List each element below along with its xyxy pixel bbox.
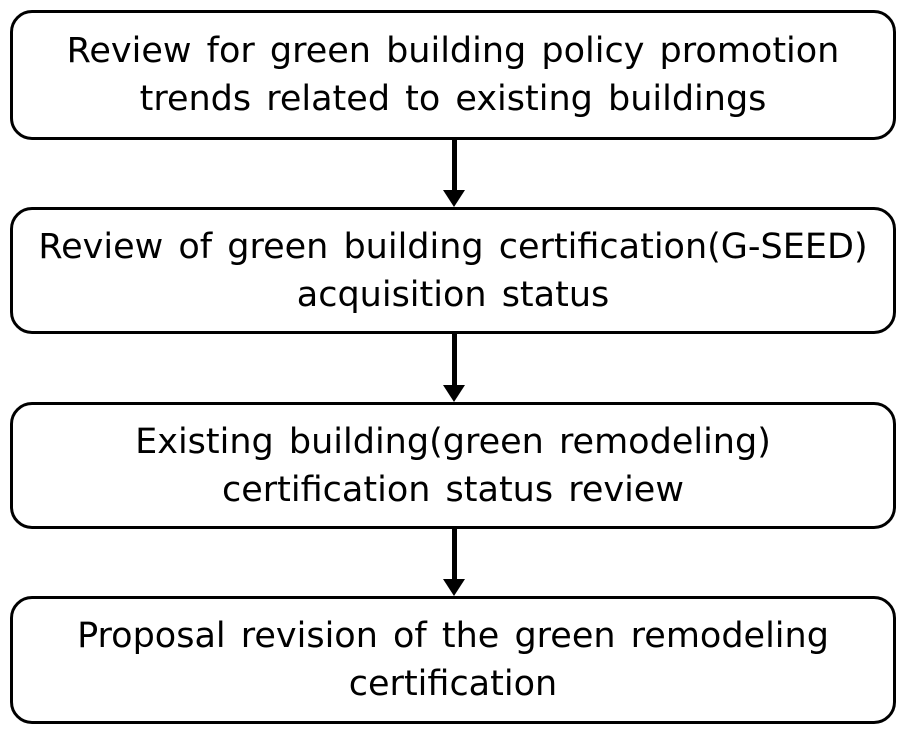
arrow-down-icon: [443, 190, 465, 207]
flow-step-3-line-2: certification status review: [222, 469, 684, 510]
flow-step-2-text: Review of green building certification(G…: [20, 223, 885, 319]
flow-arrow-3: [443, 529, 465, 596]
arrow-down-icon: [443, 385, 465, 402]
flow-step-2-line-2: acquisition status: [296, 274, 610, 315]
flow-step-1-line-2: trends related to existing buildings: [139, 79, 767, 119]
flow-step-4-line-2: certification: [348, 664, 558, 704]
arrow-shaft: [452, 140, 457, 192]
flow-step-1-line-1: Review for green building policy promoti…: [66, 31, 840, 71]
flow-step-4-line-1: Proposal revision of the green remodelin…: [77, 616, 829, 656]
flow-step-3-line-1: Existing building(green remodeling): [135, 421, 771, 462]
flow-step-3: Existing building(green remodeling) cert…: [10, 402, 896, 529]
flow-step-4-text: Proposal revision of the green remodelin…: [59, 612, 847, 708]
flow-step-4: Proposal revision of the green remodelin…: [10, 596, 896, 724]
flow-arrow-1: [443, 140, 465, 207]
flow-step-1-text: Review for green building policy promoti…: [49, 27, 858, 123]
flow-step-1: Review for green building policy promoti…: [10, 10, 896, 140]
flow-step-3-text: Existing building(green remodeling) cert…: [117, 418, 789, 514]
flow-step-2: Review of green building certification(G…: [10, 207, 896, 334]
arrow-shaft: [452, 334, 457, 387]
flow-arrow-2: [443, 334, 465, 402]
flow-step-2-line-1: Review of green building certification(G…: [38, 226, 868, 267]
arrow-shaft: [452, 529, 457, 581]
arrow-down-icon: [443, 579, 465, 596]
